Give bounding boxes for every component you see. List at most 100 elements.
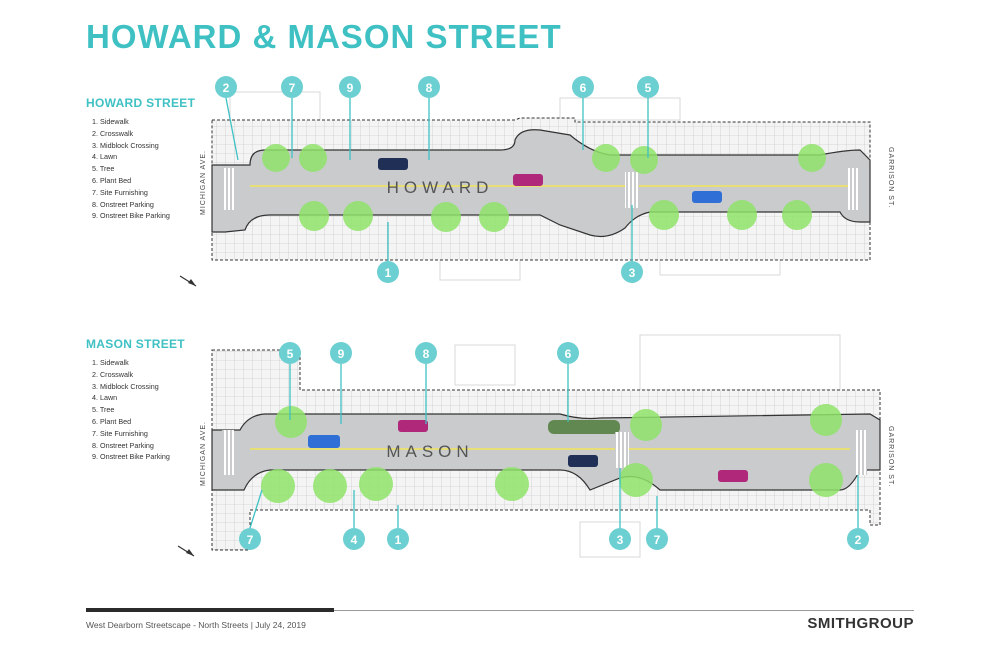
howard-legend-item: 2. Crosswalk [92,128,134,138]
howard-legend-item: 5. Tree [92,164,115,174]
building-outline [454,344,516,386]
tree-icon [313,469,347,503]
car-icon [718,470,748,482]
crosswalk-east [848,168,860,210]
street-plans: HOWARD MICHIGAN AVE. GARRISON ST. 2 7 9 … [177,76,894,558]
tree-icon [810,404,842,436]
howard-legend-item: 6. Plant Bed [92,175,132,185]
tree-icon [343,201,373,231]
mason-roadway [211,413,881,491]
tree-icon [592,144,620,172]
mason-legend-item: 2. Crosswalk [92,369,134,379]
howard-legend-item: 9. Onstreet Bike Parking [92,211,170,221]
car-icon [378,158,408,170]
svg-text:1: 1 [385,266,392,280]
building-outline [559,97,681,121]
tree-icon [782,200,812,230]
tree-icon [809,463,843,497]
howard-callout-8: 8 [418,76,440,98]
mason-callout-1: 1 [387,528,409,550]
svg-text:3: 3 [617,533,624,547]
smithgroup-logo: SMITHGROUP [807,615,914,632]
car-icon [692,191,722,203]
howard-leader-lines [225,97,649,262]
mason-legend-item: 6. Plant Bed [92,416,132,426]
howard-legend-item: 1. Sidewalk [92,117,129,126]
howard-legend-item: 7. Site Furnishing [92,187,148,197]
car-icon [308,435,340,448]
mason-callout-7-east: 7 [646,528,668,550]
page-title: HOWARD & MASON STREET [86,18,562,55]
mason-legend: MASON STREET 1. Sidewalk 2. Crosswalk 3.… [86,337,206,463]
svg-text:1: 1 [395,533,402,547]
tree-icon [431,202,461,232]
howard-plan: HOWARD MICHIGAN AVE. GARRISON ST. 2 7 9 … [179,76,894,287]
howard-legend-item: 3. Midblock Crossing [92,140,159,150]
howard-callout-1: 1 [377,261,399,283]
howard-legend: HOWARD STREET 1. Sidewalk 2. Crosswalk 3… [86,96,206,222]
svg-text:5: 5 [645,81,652,95]
mason-callout-9: 9 [330,342,352,364]
mason-legend-item: 8. Onstreet Parking [92,440,154,450]
svg-text:8: 8 [423,347,430,361]
svg-text:7: 7 [289,81,296,95]
mason-legend-item: 3. Midblock Crossing [92,381,159,391]
tree-icon [275,406,307,438]
mason-cross-street-east: GARRISON ST. [887,426,894,487]
tree-icon [495,467,529,501]
howard-cross-street-east: GARRISON ST. [887,147,894,208]
tree-icon [299,144,327,172]
howard-callout-6: 6 [572,76,594,98]
mason-callout-6: 6 [557,342,579,364]
howard-legend-heading: HOWARD STREET [86,96,196,110]
mason-callout-7-west: 7 [239,528,261,550]
svg-text:8: 8 [426,81,433,95]
footer-divider [334,610,914,611]
svg-text:2: 2 [855,533,862,547]
tree-icon [261,469,295,503]
mason-legend-heading: MASON STREET [86,337,185,351]
sidewalk-south [211,204,871,261]
mason-legend-item: 5. Tree [92,405,115,415]
mason-legend-item: 9. Onstreet Bike Parking [92,452,170,462]
howard-callout-2: 2 [215,76,237,98]
tree-icon [727,200,757,230]
tree-icon [479,202,509,232]
tree-icon [299,201,329,231]
svg-text:9: 9 [347,81,354,95]
car-icon [513,174,543,186]
svg-text:6: 6 [565,347,572,361]
building-outline [639,334,841,391]
tree-icon [649,200,679,230]
howard-callout-9: 9 [339,76,361,98]
mason-legend-item: 1. Sidewalk [92,358,129,367]
howard-legend-item: 4. Lawn [92,152,118,162]
building-outline [579,521,641,558]
svg-text:4: 4 [351,533,358,547]
footer-rule [86,608,334,612]
mason-leader-lines [249,364,859,529]
crosswalk-east [855,430,867,475]
crosswalk-west [222,168,234,210]
midblock-crossing [625,172,639,208]
mason-street-label: MASON [386,442,473,461]
mason-cross-street-west: MICHIGAN AVE. [200,421,207,486]
svg-text:9: 9 [338,347,345,361]
mason-legend-item: 4. Lawn [92,393,118,403]
svg-text:5: 5 [287,347,294,361]
howard-legend-item: 8. Onstreet Parking [92,199,154,209]
mason-plan: MASON MICHIGAN AVE. GARRISON ST. 5 9 8 6… [177,334,894,558]
tree-icon [619,463,653,497]
mason-legend-item: 7. Site Furnishing [92,428,148,438]
howard-street-label: HOWARD [387,178,494,197]
howard-callout-3: 3 [621,261,643,283]
mason-callout-4: 4 [343,528,365,550]
tree-icon [798,144,826,172]
svg-text:2: 2 [223,81,230,95]
svg-text:7: 7 [247,533,254,547]
tree-icon [630,146,658,174]
mason-callout-3: 3 [609,528,631,550]
mason-callout-8: 8 [415,342,437,364]
howard-cross-street-west: MICHIGAN AVE. [200,150,207,215]
car-icon [398,420,428,432]
